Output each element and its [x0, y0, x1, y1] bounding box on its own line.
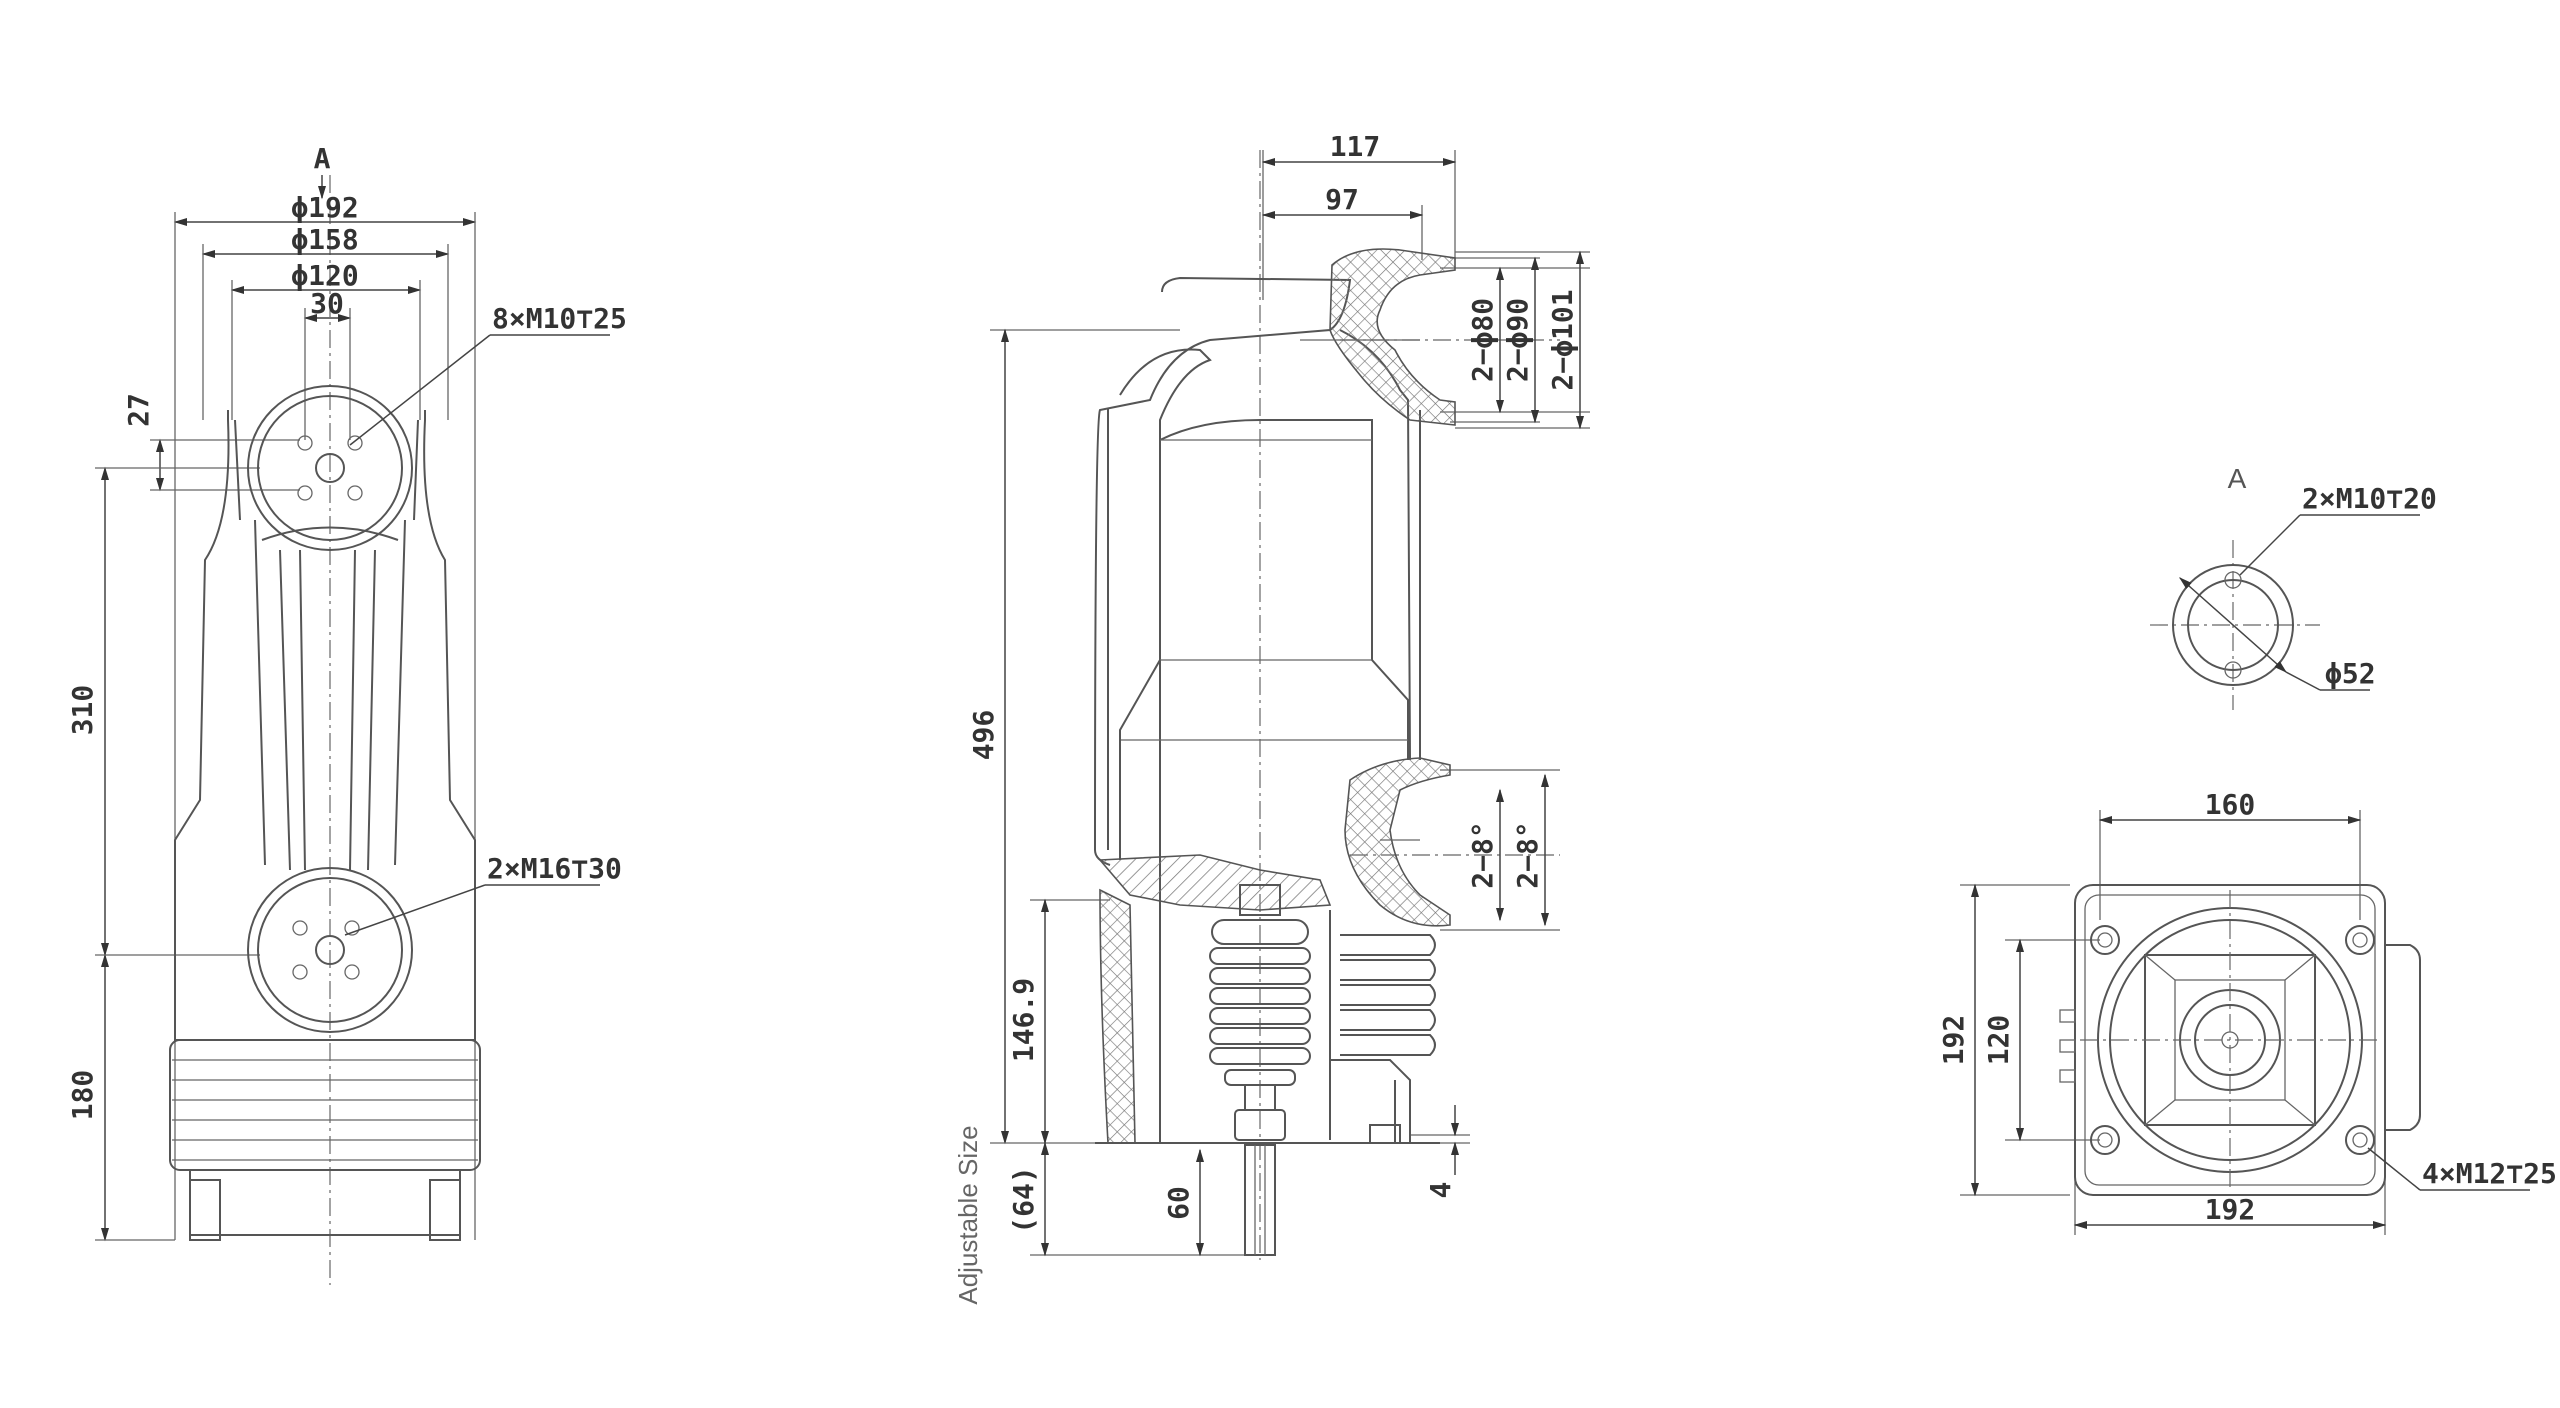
dim-160: 160	[2205, 788, 2256, 821]
note-2xM16: 2×M16⊤30	[487, 852, 622, 885]
front-view: A ϕ192 ϕ158 ϕ120 30 27	[66, 142, 627, 1285]
front-diameter-dims: ϕ192 ϕ158 ϕ120 30	[173, 191, 477, 1240]
side-body	[1093, 248, 1456, 1256]
dim-496: 496	[967, 710, 1000, 761]
dim-phi192: ϕ192	[291, 191, 358, 224]
dim-180: 180	[66, 1070, 99, 1121]
note-8xM10: 8×M10⊤25	[492, 302, 627, 335]
dim-60: 60	[1162, 1186, 1195, 1220]
dim-120: 120	[1982, 1015, 2015, 1066]
dim-phi158: ϕ158	[291, 223, 358, 256]
dim-97: 97	[1325, 183, 1359, 216]
dim-2-8deg-b: 2−8°	[1511, 821, 1544, 888]
side-view: 117 97 2−ϕ80 2−ϕ90 2−ϕ101 2−8° 2−8°	[953, 130, 1590, 1305]
front-notes: 8×M10⊤25 2×M16⊤30	[344, 302, 627, 936]
dim-192-left: 192	[1937, 1015, 1970, 1066]
dim-2phi101: 2−ϕ101	[1546, 289, 1579, 390]
dim-64: (64)	[1007, 1166, 1040, 1233]
view-a-label: A	[2228, 463, 2247, 494]
view-a: A 2×M10⊤20 ϕ52	[2150, 463, 2437, 710]
note-4xM12: 4×M12⊤25	[2422, 1157, 2557, 1190]
dim-192-bottom: 192	[2205, 1193, 2256, 1226]
dim-310: 310	[66, 685, 99, 736]
dim-2phi90: 2−ϕ90	[1501, 298, 1534, 382]
side-dim-4: 4	[1410, 1105, 1470, 1198]
side-bellows	[1209, 884, 1311, 1256]
view-a-outer-circle	[2172, 564, 2294, 686]
dim-2phi80: 2−ϕ80	[1466, 298, 1499, 382]
bottom-view: 160 192 120 192	[1937, 788, 2557, 1235]
side-top-dims: 117 97	[1261, 130, 1457, 300]
dim-phi120: ϕ120	[291, 259, 358, 292]
note-2xM10: 2×M10⊤20	[2302, 482, 2437, 515]
dim-phi52: ϕ52	[2325, 657, 2376, 690]
dim-117: 117	[1330, 130, 1381, 163]
view-arrow-label: A	[314, 142, 331, 175]
dim-27: 27	[122, 393, 155, 427]
dim-2-8deg-a: 2−8°	[1466, 821, 1499, 888]
side-skirt-ribs	[1329, 910, 1436, 1144]
bottom-bolt-holes	[2090, 925, 2375, 1155]
dim-4: 4	[1424, 1182, 1457, 1199]
dim-30: 30	[310, 287, 344, 320]
adjustable-size-note: Adjustable Size	[953, 1125, 983, 1304]
side-left-dims: 496 146.9 (64) 60 Adjustable Size	[953, 328, 1250, 1305]
dim-146-9: 146.9	[1007, 978, 1040, 1062]
front-vertical-dims: 27 310 180	[66, 393, 300, 1242]
side-flange-dims: 2−ϕ80 2−ϕ90 2−ϕ101 2−8° 2−8°	[1440, 250, 1590, 931]
front-body	[169, 385, 481, 1241]
